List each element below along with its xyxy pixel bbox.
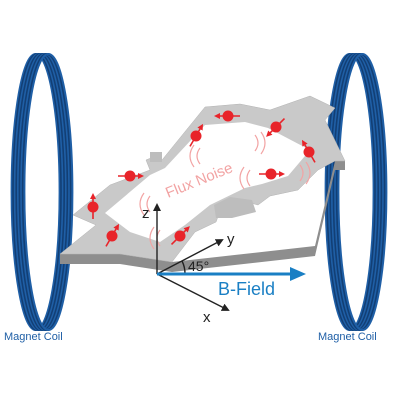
spin <box>118 170 144 182</box>
josephson-junction-left <box>150 152 162 162</box>
josephson-junction-right <box>214 197 256 218</box>
spin <box>189 123 204 147</box>
axis-y-line <box>156 239 224 275</box>
spin <box>214 110 240 122</box>
axis-y-label: y <box>227 231 235 248</box>
axis-x-label: x <box>203 309 211 326</box>
spin <box>259 168 285 180</box>
spin <box>87 193 99 219</box>
spin <box>105 223 120 247</box>
magnet-coil-right <box>324 53 388 331</box>
spin <box>301 139 316 163</box>
b-field-label: B-Field <box>218 279 275 299</box>
spins <box>87 110 316 247</box>
spin <box>266 117 286 137</box>
coil-winding <box>337 53 388 331</box>
axis-x-line <box>156 273 230 311</box>
magnet-coil-left <box>10 53 74 331</box>
magnet-coil-left-label: Magnet Coil <box>4 331 63 343</box>
magnet-coil-right-label: Magnet Coil <box>318 331 377 343</box>
angle-label: 45° <box>188 258 209 274</box>
axis-z-label: z <box>142 205 150 222</box>
loop-hole <box>105 122 310 242</box>
squid-loop <box>59 95 346 272</box>
coil-winding <box>23 53 74 331</box>
loop-side-face <box>60 161 345 272</box>
spin <box>170 226 190 246</box>
